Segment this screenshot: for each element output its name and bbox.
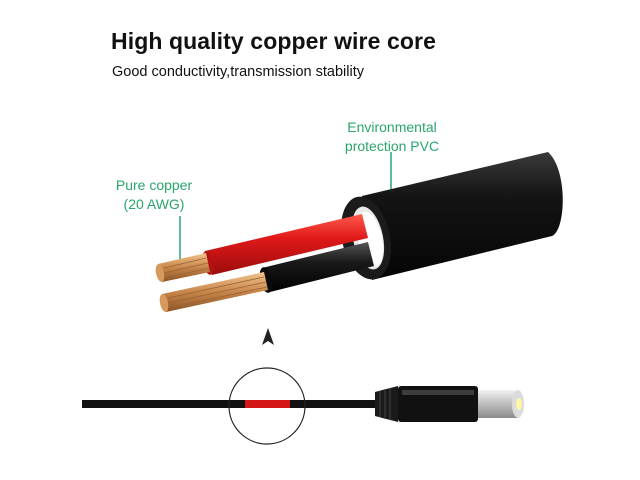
copper-core-bottom — [159, 272, 268, 312]
subheadline: Good conductivity,transmission stability — [112, 64, 364, 80]
dc-plug-tip — [478, 390, 524, 418]
headline: High quality copper wire core — [111, 28, 436, 54]
arrow-up-icon — [262, 328, 274, 345]
magnifier-circle — [228, 367, 306, 445]
pvc-callout-line-2: protection PVC — [344, 138, 440, 154]
copper-callout-label: Pure copper (20 AWG) — [104, 176, 204, 214]
pvc-callout-line-1: Environmental — [347, 119, 437, 135]
copper-callout-line-2: (20 AWG) — [123, 196, 185, 212]
pvc-callout-label: Environmental protection PVC — [333, 118, 451, 156]
copper-core-top — [155, 253, 210, 282]
full-cable — [82, 386, 478, 422]
copper-callout-line-1: Pure copper — [115, 177, 193, 193]
